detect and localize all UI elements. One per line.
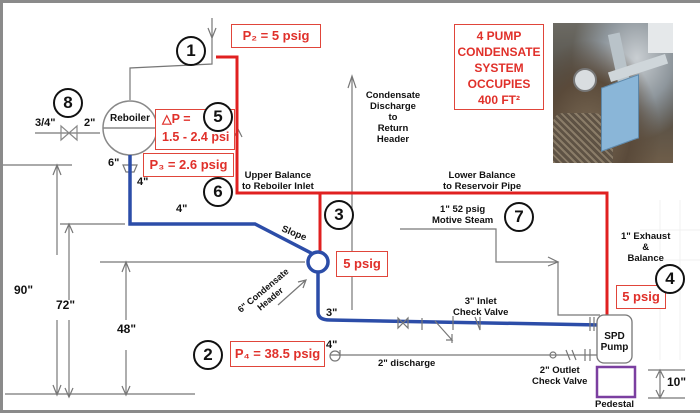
spd-line-1: SPD [604,331,625,342]
pressure-p4: P₄ = 38.5 psig [234,346,321,361]
condensate-discharge-label: Condensate Discharge to Return Header [362,90,424,145]
reboiler-label: Reboiler [109,113,150,124]
pressure-p2: P₂ = 5 psig [242,28,310,43]
lower-balance-line-2: to Reservoir Pipe [443,181,522,192]
inlet-check-line-2: Check Valve [453,307,509,318]
header-pressure: 5 psig [343,256,381,271]
height-90: 90" [14,283,34,297]
condensate-discharge-line-2: Discharge [370,101,416,112]
exhaust-line-3: Balance [627,253,664,264]
motive-steam-line [495,250,600,316]
pressure-p3-box: P₃ = 2.6 psig [143,153,234,177]
steam-supply-line [129,18,213,100]
gate-valve-icon [60,124,78,142]
upper-balance-line-1: Upper Balance [244,170,312,181]
delta-p-label: △P = [162,112,191,126]
motive-steam-label: 1" 52 psig Motive Steam [432,204,493,226]
delta-p-box: △P = 1.5 - 2.4 psi [155,109,235,150]
inlet-check-valve-label: 3" Inlet Check Valve [453,296,508,318]
callout-3: 3 [324,200,354,230]
pump-pressure: 5 psig [622,289,660,304]
lower-balance-line-1: Lower Balance [448,170,516,181]
pressure-p4-box: P₄ = 38.5 psig [230,341,325,367]
pipe-size-3: 3" [326,307,338,319]
condensate-discharge-line-5: Header [376,134,410,145]
exhaust-line-1: 1" Exhaust [621,231,671,242]
condensate-line [128,155,601,327]
spd-pump-label: SPD Pump [599,331,630,353]
discharge-up-arrow [347,74,357,89]
motive-steam-line-upper [400,228,497,250]
summary-line-3: SYSTEM [474,61,524,75]
upper-balance-line-2: to Reboiler Inlet [242,181,314,192]
outlet-check-line-2: Check Valve [532,376,588,387]
summary-line-5: 400 FT² [477,93,520,107]
header-pointer-arrow [277,279,307,306]
condensate-discharge-line-4: Return [377,123,409,134]
callout-7: 7 [504,202,534,232]
callout-2: 2 [193,340,223,370]
callout-6: 6 [203,177,233,207]
callout-5: 5 [203,102,233,132]
system-summary-box: 4 PUMP CONDENSATE SYSTEM OCCUPIES 400 FT… [454,24,544,110]
motive-steam-arrow [547,256,560,267]
exhaust-balance-label: 1" Exhaust & Balance [621,231,670,264]
summary-line-2: CONDENSATE [457,45,541,59]
lower-balance-label: Lower Balance to Reservoir Pipe [443,170,521,192]
steam-flow-arrow [207,27,217,40]
pressure-p3: P₃ = 2.6 psig [149,157,228,172]
pipe-size-4: 4" [176,203,188,215]
inlet-valves-icon [397,316,595,343]
outlet-check-valve-label: 2" Outlet Check Valve [532,365,587,387]
reboiler-outlet-6: 6" [108,157,120,169]
pipe-size-4-discharge: 4" [326,339,338,351]
pump-pressure-box: 5 psig [616,285,666,309]
valve-size-right: 2" [84,117,96,129]
discharge-label: 2" discharge [378,358,436,369]
summary-line-4: OCCUPIES [467,77,531,91]
spd-pump [596,314,633,364]
balance-line [216,55,609,315]
spd-line-2: Pump [600,342,629,353]
height-10: 10" [667,375,687,389]
outlet-check-line-1: 2" Outlet [539,365,580,376]
upper-balance-label: Upper Balance to Reboiler Inlet [242,170,314,192]
motive-steam-line-2: Motive Steam [432,215,494,226]
callout-1: 1 [176,36,206,66]
pump-system-photo [553,23,673,163]
pedestal-label: Pedestal [595,399,635,410]
condensate-discharge-line-1: Condensate [365,90,421,101]
pedestal-dimension [648,368,685,400]
pressure-p2-box: P₂ = 5 psig [231,24,321,48]
discharge-outlet-circle [329,350,341,362]
summary-line-1: 4 PUMP [476,29,522,43]
reboiler-outlet-fitting [122,164,138,173]
callout-8: 8 [53,88,83,118]
inlet-check-line-1: 3" Inlet [464,296,497,307]
exhaust-line-2: & [642,242,650,253]
height-72: 72" [56,298,76,312]
condensate-discharge-line-3: to [388,112,398,123]
valve-size-left: 3/4" [35,117,56,129]
motive-steam-line-1: 1" 52 psig [440,204,486,215]
delta-p-value: 1.5 - 2.4 psi [162,130,230,144]
header-pressure-box: 5 psig [336,251,388,277]
outlet-check-circle [549,351,557,359]
height-48: 48" [117,322,137,336]
outlet-check-valve-icon [565,349,591,361]
pedestal [595,365,637,399]
callout-4: 4 [655,264,685,294]
reboiler-vessel [102,100,158,156]
reboiler-outlet-4: 4" [137,176,149,188]
